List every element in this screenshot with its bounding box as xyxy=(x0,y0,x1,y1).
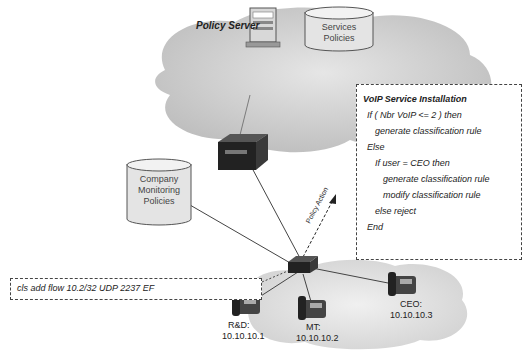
monitoring-database: Company Monitoring Policies xyxy=(126,158,192,226)
code-line: generate classification rule xyxy=(363,171,515,187)
phone-address: 10.10.10.1 xyxy=(222,331,265,341)
node-label: cls add flow 10.2/32 UDP 2237 EF xyxy=(17,283,255,293)
server-label: Policy Server xyxy=(196,20,259,31)
phone-address: 10.10.10.3 xyxy=(390,310,433,320)
arrow-label: Policy Action xyxy=(304,185,330,225)
leader-line xyxy=(262,270,290,282)
arrow-head xyxy=(329,194,336,204)
node-label: Services Policies xyxy=(307,22,371,44)
switch-monitoring-link xyxy=(190,205,292,264)
code-line: Else xyxy=(363,139,515,155)
phone-label: R&D: xyxy=(228,320,250,330)
phone-label: CEO: xyxy=(400,299,422,309)
router-server-link xyxy=(240,95,250,135)
phone-label: MT: xyxy=(306,322,321,332)
phone-address: 10.10.10.2 xyxy=(296,333,339,343)
code-line: If ( Nbr VoIP <= 2 ) then xyxy=(363,107,515,123)
node-label: Company Monitoring Policies xyxy=(129,174,189,207)
ip-phone xyxy=(298,296,326,320)
command-box: cls add flow 10.2/32 UDP 2237 EF xyxy=(10,278,262,300)
policy-script-box: VoIP Service InstallationIf ( Nbr VoIP <… xyxy=(356,84,522,260)
ip-phone xyxy=(388,272,416,296)
code-line: modify classification rule xyxy=(363,187,515,203)
code-line: else reject xyxy=(363,203,515,219)
access-switch xyxy=(288,256,318,273)
policy-database: Services Policies xyxy=(304,6,374,52)
code-line: If user = CEO then xyxy=(363,155,515,171)
access-cloud xyxy=(248,260,467,350)
switch-phone-link xyxy=(312,268,388,283)
edge-router xyxy=(218,134,268,170)
code-line: End xyxy=(363,219,515,235)
box-heading: VoIP Service Installation xyxy=(363,91,515,107)
code-line: generate classification rule xyxy=(363,123,515,139)
